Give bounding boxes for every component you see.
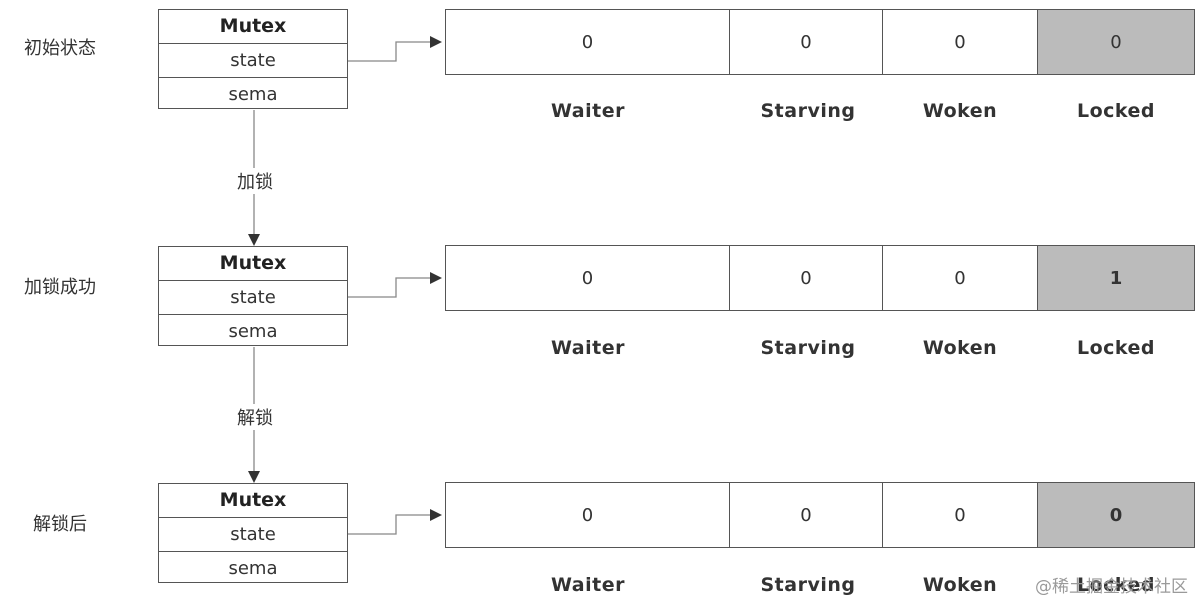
field-label-locked: Locked: [1076, 337, 1156, 359]
woken-value: 0: [883, 246, 1038, 310]
locked-value: 0: [1038, 10, 1194, 74]
locked-value: 1: [1038, 246, 1194, 310]
starving-value: 0: [730, 10, 883, 74]
stage-label-initial: 初始状态: [24, 38, 96, 59]
state-connector-1: [348, 36, 442, 62]
stage-label-unlocked: 解锁后: [33, 514, 87, 535]
mutex-field-state: state: [159, 281, 347, 315]
waiter-value: 0: [446, 246, 730, 310]
transition-label-unlock: 解锁: [205, 404, 305, 430]
stage-label-locked: 加锁成功: [24, 277, 96, 298]
field-label-waiter: Waiter: [551, 337, 625, 359]
field-label-woken: Woken: [922, 337, 998, 359]
mutex-struct-2: Mutex state sema: [158, 246, 348, 346]
mutex-field-state: state: [159, 44, 347, 78]
field-label-woken: Woken: [922, 574, 998, 596]
mutex-struct-3: Mutex state sema: [158, 483, 348, 583]
state-bits-1: 0 0 0 0: [445, 9, 1195, 75]
state-connector-3: [348, 509, 442, 535]
starving-value: 0: [730, 483, 883, 547]
mutex-title: Mutex: [159, 484, 347, 518]
state-bits-3: 0 0 0 0: [445, 482, 1195, 548]
mutex-struct-1: Mutex state sema: [158, 9, 348, 109]
mutex-field-sema: sema: [228, 321, 278, 342]
field-label-locked: Locked: [1076, 100, 1156, 122]
mutex-field-sema: sema: [228, 84, 278, 105]
mutex-title: Mutex: [159, 10, 347, 44]
woken-value: 0: [883, 10, 1038, 74]
field-label-woken: Woken: [922, 100, 998, 122]
field-label-waiter: Waiter: [551, 574, 625, 596]
transition-label-lock: 加锁: [205, 168, 305, 194]
field-label-locked: Locked: [1076, 574, 1156, 596]
state-connector-2: [348, 272, 442, 298]
field-label-starving: Starving: [760, 574, 856, 596]
field-label-starving: Starving: [760, 100, 856, 122]
mutex-field-sema: sema: [228, 558, 278, 579]
mutex-title: Mutex: [159, 247, 347, 281]
field-label-starving: Starving: [760, 337, 856, 359]
mutex-field-state: state: [159, 518, 347, 552]
field-label-waiter: Waiter: [551, 100, 625, 122]
waiter-value: 0: [446, 483, 730, 547]
watermark: @稀土掘金技术社区: [1035, 577, 1188, 597]
starving-value: 0: [730, 246, 883, 310]
woken-value: 0: [883, 483, 1038, 547]
state-bits-2: 0 0 0 1: [445, 245, 1195, 311]
waiter-value: 0: [446, 10, 730, 74]
locked-value: 0: [1038, 483, 1194, 547]
